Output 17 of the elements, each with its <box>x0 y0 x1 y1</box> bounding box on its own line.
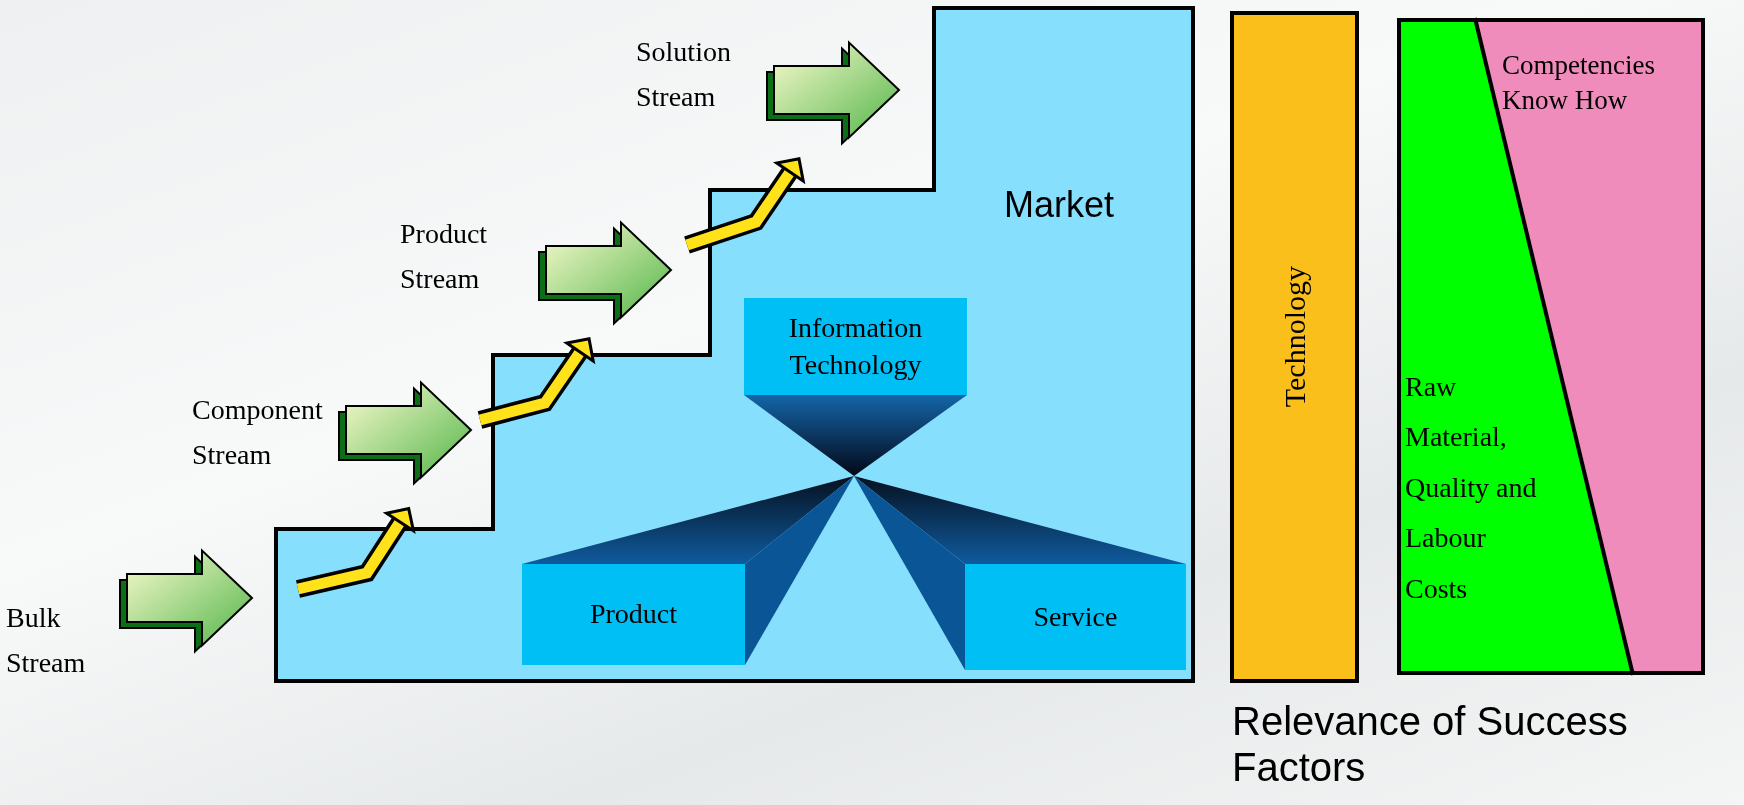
stream-label: Product Stream <box>400 212 522 302</box>
stream-label: Bulk Stream <box>6 596 118 686</box>
block-arrow <box>766 40 901 146</box>
competencies-label: Competencies Know How <box>1502 49 1656 118</box>
technology-bar <box>1230 11 1359 683</box>
segment-box: Product <box>522 564 745 665</box>
stream-label: Component Stream <box>192 388 338 478</box>
stream-label: Solution Stream <box>636 30 768 120</box>
caption-text: Relevance of Success Factors <box>1232 698 1629 790</box>
market-label: Market <box>1004 183 1115 227</box>
cost-factors-label: Raw Material, Quality and Labour Costs <box>1405 370 1538 606</box>
technology-label: Technology <box>1277 266 1312 408</box>
segment-box: Service <box>965 564 1186 670</box>
segment-box: Information Technology <box>744 298 967 395</box>
block-arrow <box>538 220 673 326</box>
block-arrow <box>119 548 254 654</box>
block-arrow <box>338 380 473 486</box>
